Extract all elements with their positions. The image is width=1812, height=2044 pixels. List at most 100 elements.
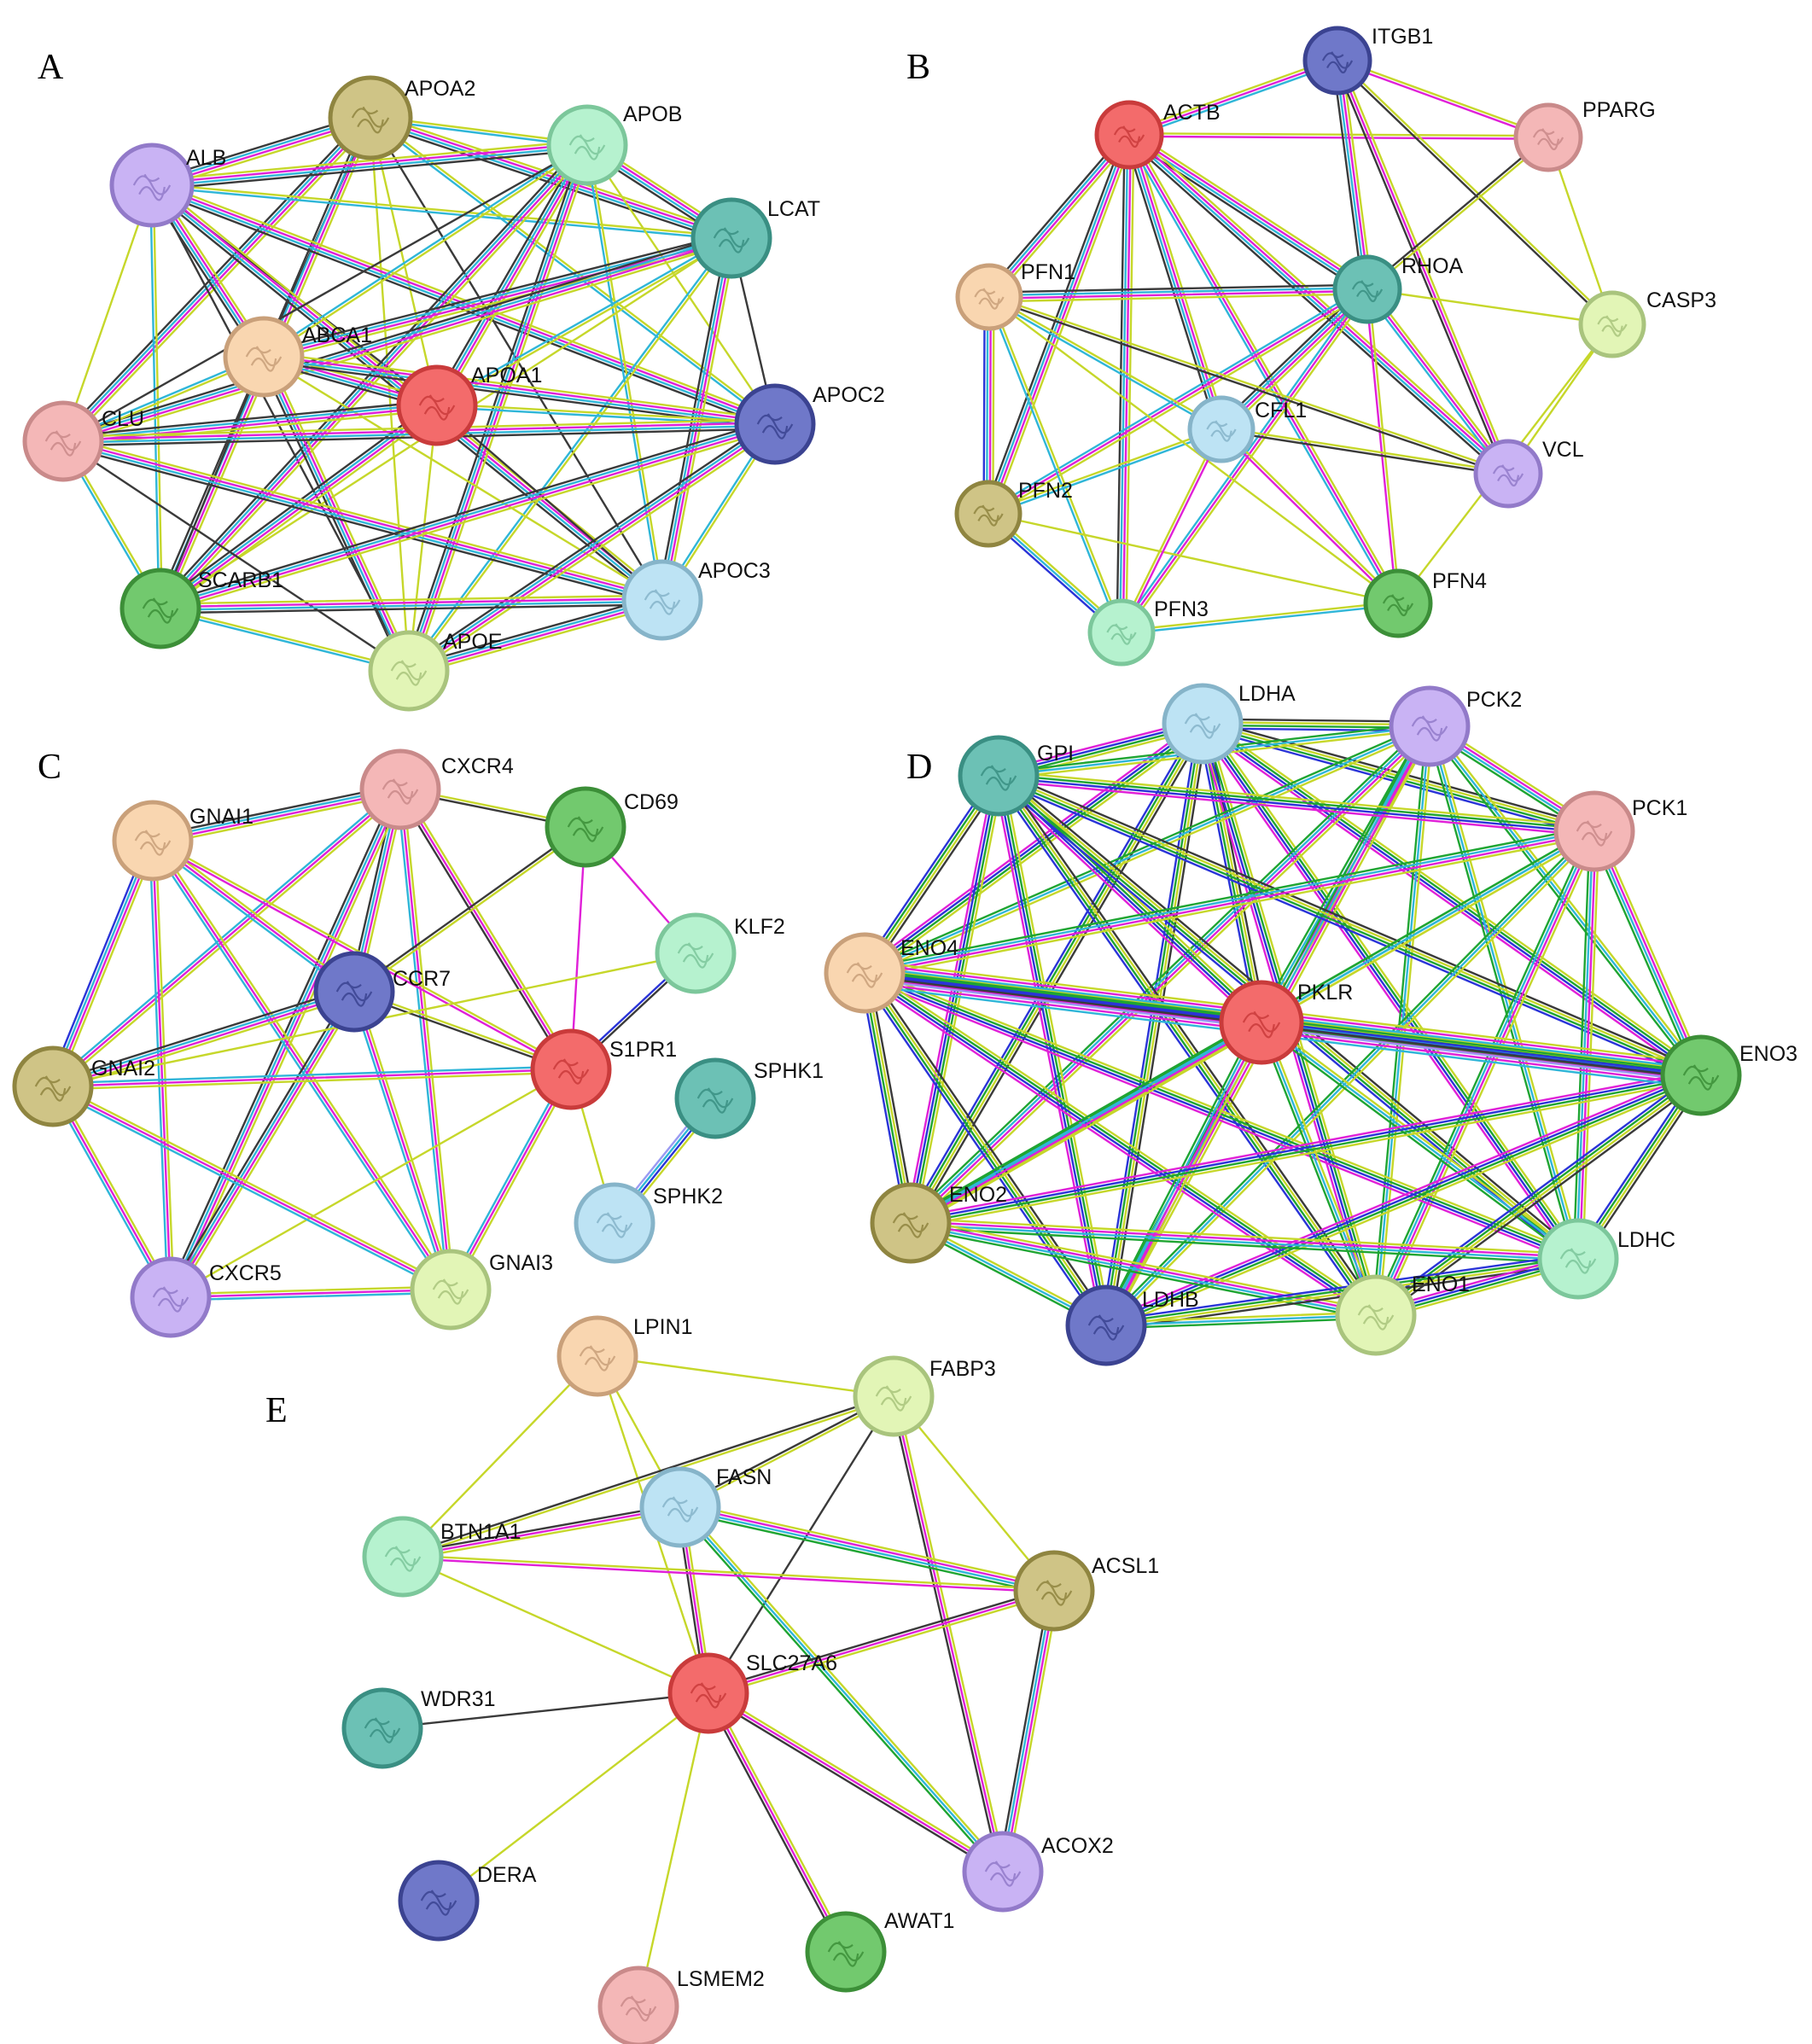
protein-structure-icon <box>696 1087 734 1114</box>
node-pfn1[interactable]: PFN1 <box>955 260 1075 331</box>
node-klf2[interactable]: KLF2 <box>655 912 785 994</box>
node-rhoa[interactable]: RHOA <box>1332 254 1464 324</box>
edge-channel <box>1378 832 1600 1319</box>
node-fasn[interactable]: FASN <box>639 1465 772 1548</box>
node-label: ACOX2 <box>1041 1834 1114 1858</box>
node-acox2[interactable]: ACOX2 <box>962 1831 1114 1913</box>
node-fabp3[interactable]: FABP3 <box>853 1355 996 1437</box>
node-lpin1[interactable]: LPIN1 <box>556 1315 692 1397</box>
node-cfl1[interactable]: CFL1 <box>1187 395 1307 463</box>
node-pparg[interactable]: PPARG <box>1513 98 1656 172</box>
node-lcat[interactable]: LCAT <box>690 197 820 279</box>
node-gnai2[interactable]: GNAI2 <box>12 1045 155 1127</box>
edge-channel <box>859 974 1104 1330</box>
node-pfn3[interactable]: PFN3 <box>1087 597 1209 667</box>
edge-slc27a6-dera <box>437 1692 710 1902</box>
node-pfn4[interactable]: PFN4 <box>1363 568 1487 638</box>
edge-channel <box>677 1508 1002 1875</box>
protein-structure-icon <box>132 173 172 201</box>
node-gpi[interactable]: GPI <box>958 735 1074 817</box>
node-s1pr1[interactable]: S1PR1 <box>530 1028 677 1110</box>
node-gnai3[interactable]: GNAI3 <box>410 1249 553 1331</box>
edge-channel <box>406 422 776 671</box>
edge-scarb1-apoe <box>159 606 411 673</box>
node-pfn2[interactable]: PFN2 <box>954 479 1073 548</box>
node-awat1[interactable]: AWAT1 <box>805 1909 954 1993</box>
node-btn1a1[interactable]: BTN1A1 <box>362 1516 521 1598</box>
node-cxcr4[interactable]: CXCR4 <box>359 748 514 830</box>
node-apoa1[interactable]: APOA1 <box>396 364 542 446</box>
protein-structure-icon <box>1382 594 1414 617</box>
node-cxcr5[interactable]: CXCR5 <box>130 1256 282 1338</box>
protein-structure-icon <box>579 1345 616 1371</box>
node-eno1[interactable]: ENO1 <box>1335 1272 1470 1356</box>
edge-channel <box>1368 286 1512 474</box>
edge-apob-apoa1 <box>432 142 592 409</box>
node-sphk1[interactable]: SPHK1 <box>674 1057 824 1139</box>
node-ldhb[interactable]: LDHB <box>1065 1284 1199 1366</box>
node-apob[interactable]: APOB <box>546 102 682 186</box>
node-gnai1[interactable]: GNAI1 <box>112 800 253 882</box>
edge-channel <box>1363 289 1507 477</box>
edge-channel <box>399 788 573 1071</box>
edge-channel <box>678 1511 1055 1597</box>
edge-channel <box>1373 830 1594 1316</box>
node-casp3[interactable]: CASP3 <box>1578 288 1716 358</box>
edge-pparg-rhoa <box>1365 135 1551 292</box>
edge-s1pr1-gnai3 <box>446 1067 575 1292</box>
edge-channel <box>1116 133 1126 634</box>
node-pck1[interactable]: PCK1 <box>1553 790 1687 872</box>
node-wdr31[interactable]: WDR31 <box>341 1687 496 1769</box>
edge-gnai2-gnai3 <box>50 1082 453 1294</box>
node-vcl[interactable]: VCL <box>1473 438 1584 509</box>
node-cd69[interactable]: CD69 <box>545 786 679 868</box>
edge-channel <box>405 419 774 668</box>
node-label: LSMEM2 <box>677 1967 765 1991</box>
node-eno3[interactable]: ENO3 <box>1660 1034 1797 1116</box>
edge-channel <box>51 989 355 1086</box>
node-abca1[interactable]: ABCA1 <box>223 316 372 398</box>
node-ldhc[interactable]: LDHC <box>1537 1218 1675 1300</box>
node-scarb1[interactable]: SCARB1 <box>119 568 283 649</box>
node-apoc2[interactable]: APOC2 <box>734 383 885 465</box>
node-eno2[interactable]: ENO2 <box>870 1182 1007 1264</box>
edge-channel <box>1578 830 1597 1261</box>
node-itgb1[interactable]: ITGB1 <box>1302 25 1433 96</box>
node-lsmem2[interactable]: LSMEM2 <box>597 1965 765 2044</box>
edge-scarb1-apoc3 <box>159 594 664 614</box>
node-slc27a6[interactable]: SLC27A6 <box>667 1651 837 1734</box>
edge-channel <box>910 1217 1378 1312</box>
node-actb[interactable]: ACTB <box>1094 100 1221 170</box>
node-apoa2[interactable]: APOA2 <box>328 75 475 160</box>
node-pck2[interactable]: PCK2 <box>1389 685 1522 767</box>
edge-channel <box>989 134 1132 300</box>
edge-channel <box>1129 62 1340 139</box>
protein-structure-icon <box>364 1717 401 1744</box>
node-clu[interactable]: CLU <box>22 400 144 482</box>
node-sphk2[interactable]: SPHK2 <box>574 1182 723 1264</box>
node-alb[interactable]: ALB <box>109 143 226 228</box>
node-dera[interactable]: DERA <box>398 1860 537 1942</box>
edge-channel <box>51 1068 573 1088</box>
edge-channel <box>149 839 169 1299</box>
node-acsl1[interactable]: ACSL1 <box>1013 1550 1159 1632</box>
edge-channel <box>1001 772 1381 1314</box>
node-ccr7[interactable]: CCR7 <box>313 951 451 1033</box>
node-pklr[interactable]: PKLR <box>1219 980 1353 1065</box>
edge-ldha-eno2 <box>906 720 1208 1226</box>
edge-channel <box>396 789 570 1073</box>
node-apoc3[interactable]: APOC3 <box>621 559 771 641</box>
node-apoe[interactable]: APOE <box>368 630 502 712</box>
protein-structure-icon <box>384 1546 422 1572</box>
edge-channel <box>263 354 777 424</box>
edge-ccr7-cxcr5 <box>166 988 359 1301</box>
edge-channel <box>150 139 588 182</box>
edge-pck2-eno4 <box>862 722 1432 977</box>
edge-channel <box>406 594 662 667</box>
edge-channel <box>401 1503 681 1555</box>
edge-channel <box>988 287 1369 297</box>
node-eno4[interactable]: ENO4 <box>824 932 958 1014</box>
node-ldha[interactable]: LDHA <box>1162 682 1296 765</box>
